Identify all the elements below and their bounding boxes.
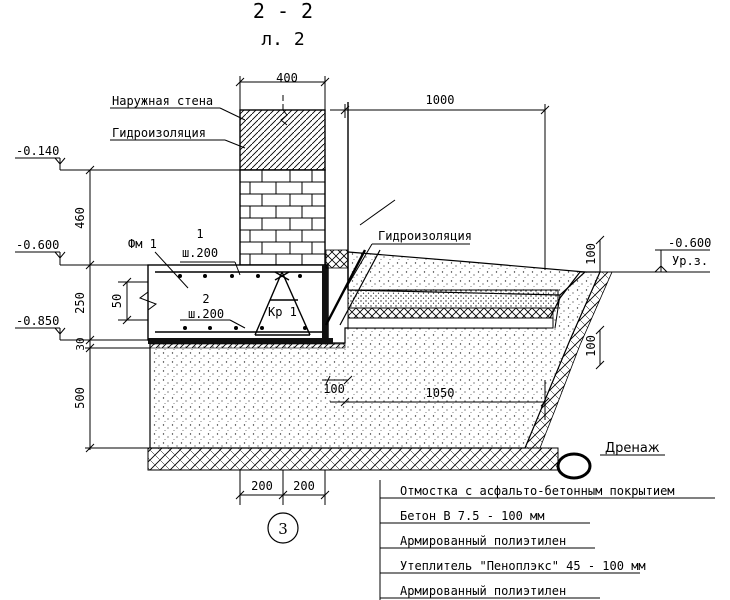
- ground-hatch: [147, 271, 613, 471]
- dim-slab-inner: 50: [110, 294, 124, 308]
- level-top: -0.140: [16, 144, 59, 158]
- level-ground-note: Ур.з.: [672, 254, 708, 268]
- dim-slab-height: 250: [73, 292, 87, 314]
- dim-bottom-left: 200: [251, 479, 273, 493]
- label-outer-wall: Наружная стена: [112, 94, 213, 108]
- rebar2-step: ш.200: [188, 307, 224, 321]
- dim-prep-layer: 30: [74, 337, 87, 350]
- frame-kr1: [254, 271, 311, 336]
- drainage-pipe: [556, 452, 592, 480]
- dimension-lines: [15, 76, 710, 505]
- legend-item-1: Отмостка с асфальто-бетонным покрытием: [400, 484, 675, 498]
- label-fm1: Фм 1: [128, 237, 157, 251]
- label-frame: Кр 1: [268, 305, 297, 319]
- level-ground: -0.600: [668, 236, 711, 250]
- rebar1-step: ш.200: [182, 246, 218, 260]
- dim-wall-width: 400: [276, 71, 298, 85]
- label-waterproofing-side: Гидроизоляция: [378, 229, 472, 243]
- legend-item-2: Бетон В 7.5 - 100 мм: [400, 509, 545, 523]
- legend-leaders: [379, 480, 715, 600]
- legend-item-3: Армированный полиэтилен: [400, 534, 566, 548]
- rebar2-number: 2: [202, 292, 209, 306]
- dim-bottom-right: 200: [293, 479, 315, 493]
- dim-cushion-height: 500: [73, 387, 87, 409]
- outer-wall: [239, 109, 326, 266]
- dim-insulation-offset: 100: [323, 382, 345, 396]
- sheet-label: л. 2: [261, 29, 304, 50]
- label-drainage: Дренаж: [605, 441, 660, 456]
- legend-item-4: Утеплитель "Пеноплэкс" 45 - 100 мм: [400, 559, 646, 573]
- section-title: 2 - 2: [253, 0, 313, 23]
- legend-item-5: Армированный полиэтилен: [400, 584, 566, 598]
- node-circle: [267, 512, 299, 544]
- dim-slope-offset: 100: [584, 335, 598, 357]
- dim-wall-height: 460: [73, 207, 87, 229]
- dim-blind-area-thickness: 100: [584, 243, 598, 265]
- node-number: 3: [278, 520, 288, 538]
- label-waterproofing-top: Гидроизоляция: [112, 126, 206, 140]
- foundation-slab: [138, 249, 349, 349]
- dim-insulation-width: 1050: [426, 386, 455, 400]
- dim-blind-area-width: 1000: [426, 93, 455, 107]
- blind-area: [324, 102, 587, 329]
- level-bottom: -0.850: [16, 314, 59, 328]
- rebar1-number: 1: [196, 227, 203, 241]
- level-mid: -0.600: [16, 238, 59, 252]
- leaders: [110, 107, 665, 456]
